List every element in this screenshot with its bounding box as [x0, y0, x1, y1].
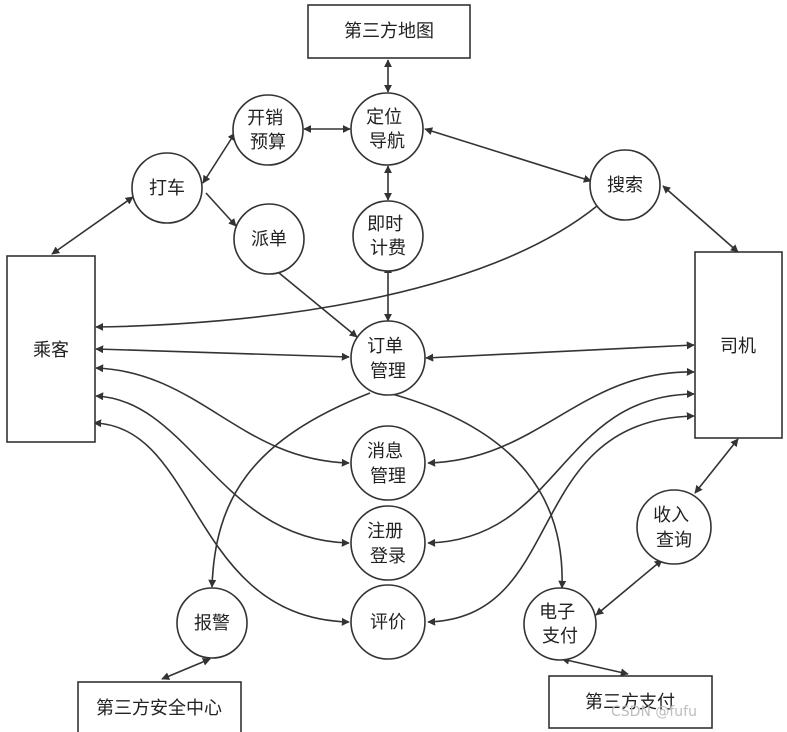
node-driver: 司机 — [694, 251, 783, 439]
node-instant-billing: 即时 计费 — [352, 200, 424, 272]
node-label: 消息 管理 — [367, 441, 409, 487]
node-label: 定位 导航 — [366, 107, 408, 152]
node-label: 订单 管理 — [367, 336, 409, 382]
edge-income-payment — [595, 559, 663, 616]
node-search: 搜索 — [589, 149, 661, 221]
node-income-query: 收入 查询 — [636, 489, 712, 565]
node-order-management: 订单 管理 — [350, 320, 426, 396]
node-label: 电子 支付 — [539, 602, 581, 647]
edge-search-passenger — [95, 205, 598, 331]
node-label: 即时 计费 — [367, 214, 409, 259]
node-passenger: 乘客 — [6, 255, 96, 443]
nodes: 第三方地图 乘客 司机 第三方安全中心 第三方支付 — [6, 4, 783, 732]
edge-order-alarm — [208, 392, 371, 588]
edge-message-driver — [427, 367, 695, 467]
node-label: 第三方地图 — [344, 21, 434, 42]
edge-order-driver — [425, 341, 695, 362]
edge-hail-dispatch — [205, 192, 237, 227]
node-label: 报警 — [194, 613, 230, 634]
node-label: 搜索 — [607, 175, 643, 196]
node-third-party-map: 第三方地图 — [307, 4, 471, 59]
node-label: 开销 预算 — [247, 108, 289, 153]
node-dispatch: 派单 — [233, 203, 305, 275]
edge-driver-income — [694, 438, 739, 494]
edge-review-driver — [427, 412, 695, 626]
node-alarm: 报警 — [176, 587, 248, 659]
edge-alarm-security — [161, 658, 211, 680]
node-label: 打车 — [149, 178, 185, 199]
node-label: 司机 — [720, 336, 756, 357]
node-third-party-payment: 第三方支付 — [548, 675, 713, 729]
node-locate-navigate: 定位 导航 — [350, 92, 424, 166]
node-label: 第三方支付 — [585, 692, 675, 713]
edges — [51, 59, 739, 680]
edge-passenger-review — [93, 419, 350, 626]
edge-order-payment — [391, 393, 567, 589]
node-message-management: 消息 管理 — [350, 425, 426, 501]
node-label: 收入 查询 — [653, 505, 695, 551]
node-label: 第三方安全中心 — [96, 698, 222, 719]
node-label: 评价 — [370, 612, 406, 633]
node-label: 乘客 — [33, 340, 69, 361]
edge-search-driver — [662, 185, 739, 253]
node-label: 注册 登录 — [367, 521, 409, 567]
node-register-login: 注册 登录 — [350, 505, 426, 581]
node-third-party-security-center: 第三方安全中心 — [77, 681, 242, 732]
node-electronic-payment: 电子 支付 — [523, 587, 597, 661]
node-review: 评价 — [350, 584, 426, 660]
edge-payment-paycenter — [561, 656, 629, 677]
watermark: CSDN @fufu — [611, 704, 697, 720]
edge-dispatch-order — [272, 267, 358, 338]
node-hail-taxi: 打车 — [131, 152, 203, 224]
node-label: 派单 — [251, 229, 287, 250]
edge-passenger-order — [95, 345, 350, 361]
edge-locate-search — [424, 127, 592, 183]
edge-passenger-message — [95, 364, 350, 467]
edge-passenger-hail — [51, 196, 134, 255]
node-budget: 开销 预算 — [232, 94, 304, 166]
edge-hail-budget — [202, 132, 236, 184]
